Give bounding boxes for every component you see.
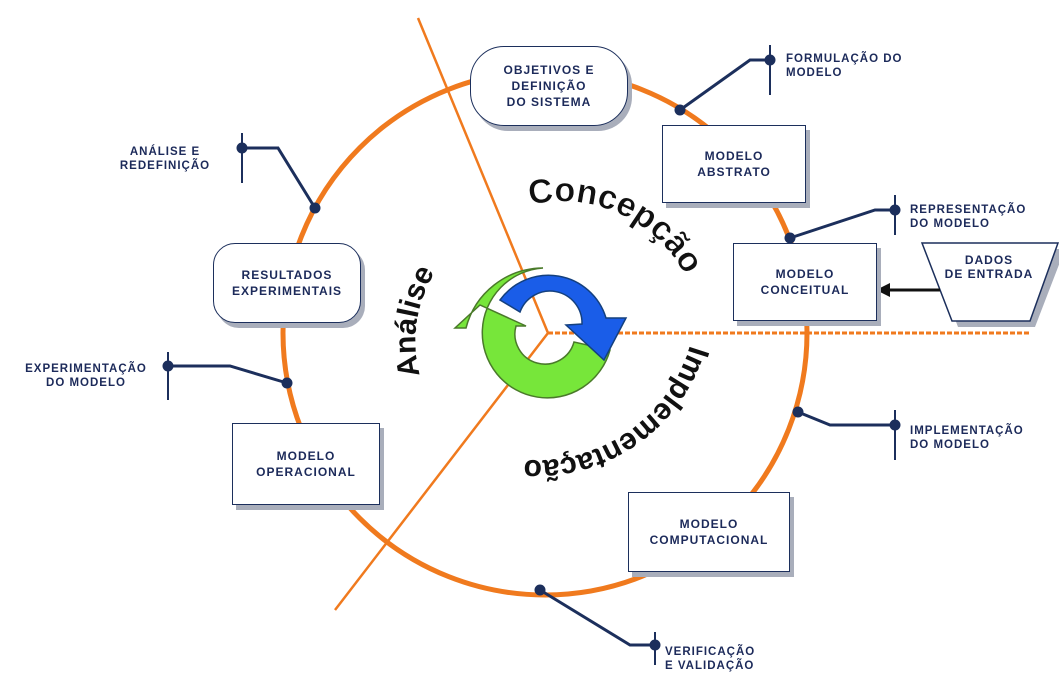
- connector-representacao: [784, 195, 901, 244]
- step-label-analise: ANÁLISE E REDEFINIÇÃO: [119, 146, 211, 172]
- connector-implementacao: [792, 406, 901, 460]
- box-modelo-conceitual-text: MODELO CONCEITUAL: [760, 267, 850, 297]
- connector-analise: [236, 133, 321, 214]
- step-label-formulacao: FORMULAÇÃO DO MODELO: [786, 53, 903, 79]
- box-objetivos-sistema-text: OBJETIVOS E DEFINIÇÃO DO SISTEMA: [503, 63, 595, 109]
- box-resultados-experimentais-text: RESULTADOS EXPERIMENTAIS: [231, 268, 343, 298]
- cycle-arrows-icon: [453, 267, 628, 399]
- connector-verificacao: [534, 584, 661, 665]
- input-arrow-head: [876, 283, 890, 297]
- box-modelo-computacional-text: MODELO COMPUTACIONAL: [649, 517, 769, 547]
- box-resultados-experimentais: RESULTADOS EXPERIMENTAIS: [213, 243, 361, 323]
- connector-formulacao: [674, 45, 776, 116]
- box-modelo-abstrato-text: MODELO ABSTRATO: [697, 149, 771, 179]
- blue-arrow-shape: [498, 274, 628, 362]
- box-modelo-conceitual: MODELO CONCEITUAL: [733, 243, 877, 321]
- step-label-verificacao: VERIFICAÇÃO E VALIDAÇÃO: [665, 646, 756, 672]
- step-label-representacao: REPRESENTAÇÃO DO MODELO: [910, 204, 1027, 230]
- box-modelo-operacional: MODELO OPERACIONAL: [232, 423, 380, 505]
- connector-experimentacao: [162, 352, 293, 400]
- input-data-trapezoid: [920, 242, 1059, 322]
- box-modelo-abstrato: MODELO ABSTRATO: [662, 125, 806, 203]
- step-label-implementacao: IMPLEMENTAÇÃO DO MODELO: [910, 425, 1024, 451]
- box-modelo-operacional-text: MODELO OPERACIONAL: [256, 449, 356, 479]
- phase-label-analise: Análise: [389, 260, 441, 380]
- box-objetivos-sistema: OBJETIVOS E DEFINIÇÃO DO SISTEMA: [470, 46, 628, 126]
- box-modelo-computacional: MODELO COMPUTACIONAL: [628, 492, 790, 572]
- box-dados-entrada-text: DADOS DE ENTRADA: [944, 253, 1034, 281]
- step-label-experimentacao: EXPERIMENTAÇÃO DO MODELO: [25, 363, 147, 389]
